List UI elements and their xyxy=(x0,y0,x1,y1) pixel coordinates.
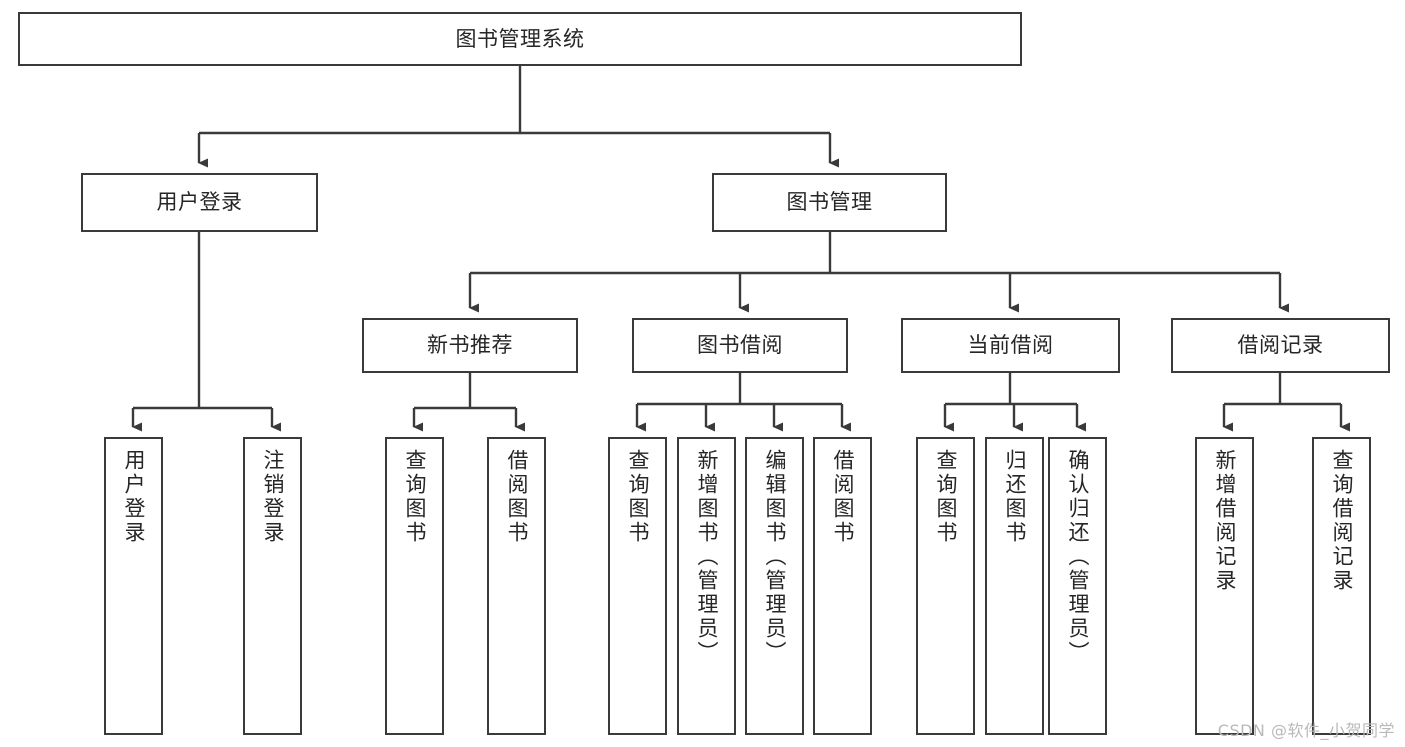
node-leaf-current-query-book[interactable]: 查询图书 xyxy=(916,437,975,735)
node-leaf-current-confirm-return[interactable]: 确认归还（管理员） xyxy=(1048,437,1107,735)
node-leaf-borrow-add-book[interactable]: 新增图书（管理员） xyxy=(677,437,736,735)
node-leaf-user-login-label: 用户登录 xyxy=(122,449,146,545)
node-leaf-record-add-label: 新增借阅记录 xyxy=(1213,449,1237,593)
node-book-manage-label: 图书管理 xyxy=(786,190,873,215)
csdn-watermark: CSDN @软件_小贺同学 xyxy=(1217,721,1395,740)
node-leaf-user-logout[interactable]: 注销登录 xyxy=(243,437,302,735)
node-leaf-record-query[interactable]: 查询借阅记录 xyxy=(1312,437,1371,735)
node-book-borrow[interactable]: 图书借阅 xyxy=(632,318,848,373)
node-new-book-rec-label: 新书推荐 xyxy=(427,333,513,358)
node-book-borrow-label: 图书借阅 xyxy=(697,333,783,358)
node-leaf-rec-query-book-label: 查询图书 xyxy=(403,449,427,545)
node-root-label: 图书管理系统 xyxy=(455,26,585,51)
node-leaf-borrow-add-book-label: 新增图书（管理员） xyxy=(695,449,719,665)
node-leaf-rec-borrow-book[interactable]: 借阅图书 xyxy=(487,437,546,735)
node-leaf-rec-query-book[interactable]: 查询图书 xyxy=(385,437,444,735)
node-borrow-record[interactable]: 借阅记录 xyxy=(1171,318,1390,373)
node-leaf-current-query-book-label: 查询图书 xyxy=(934,449,958,545)
node-user-login[interactable]: 用户登录 xyxy=(81,173,318,232)
node-leaf-current-confirm-return-label: 确认归还（管理员） xyxy=(1066,449,1090,665)
node-leaf-borrow-edit-book-label: 编辑图书（管理员） xyxy=(763,449,787,665)
node-leaf-record-add[interactable]: 新增借阅记录 xyxy=(1195,437,1254,735)
node-root[interactable]: 图书管理系统 xyxy=(18,12,1022,66)
node-leaf-user-login[interactable]: 用户登录 xyxy=(104,437,163,735)
node-leaf-current-return-book-label: 归还图书 xyxy=(1003,449,1027,545)
node-borrow-record-label: 借阅记录 xyxy=(1237,333,1324,358)
node-leaf-borrow-edit-book[interactable]: 编辑图书（管理员） xyxy=(745,437,804,735)
node-leaf-borrow-borrow-book[interactable]: 借阅图书 xyxy=(813,437,872,735)
node-leaf-record-query-label: 查询借阅记录 xyxy=(1330,449,1354,593)
node-current-borrow[interactable]: 当前借阅 xyxy=(901,318,1120,373)
node-leaf-borrow-borrow-book-label: 借阅图书 xyxy=(831,449,855,545)
node-leaf-user-logout-label: 注销登录 xyxy=(261,449,285,545)
node-current-borrow-label: 当前借阅 xyxy=(967,333,1054,358)
node-user-login-label: 用户登录 xyxy=(156,190,243,215)
node-leaf-borrow-query-book[interactable]: 查询图书 xyxy=(608,437,667,735)
node-new-book-rec[interactable]: 新书推荐 xyxy=(362,318,578,373)
node-leaf-borrow-query-book-label: 查询图书 xyxy=(626,449,650,545)
node-leaf-rec-borrow-book-label: 借阅图书 xyxy=(505,449,529,545)
node-leaf-current-return-book[interactable]: 归还图书 xyxy=(985,437,1044,735)
node-book-manage[interactable]: 图书管理 xyxy=(712,173,947,232)
